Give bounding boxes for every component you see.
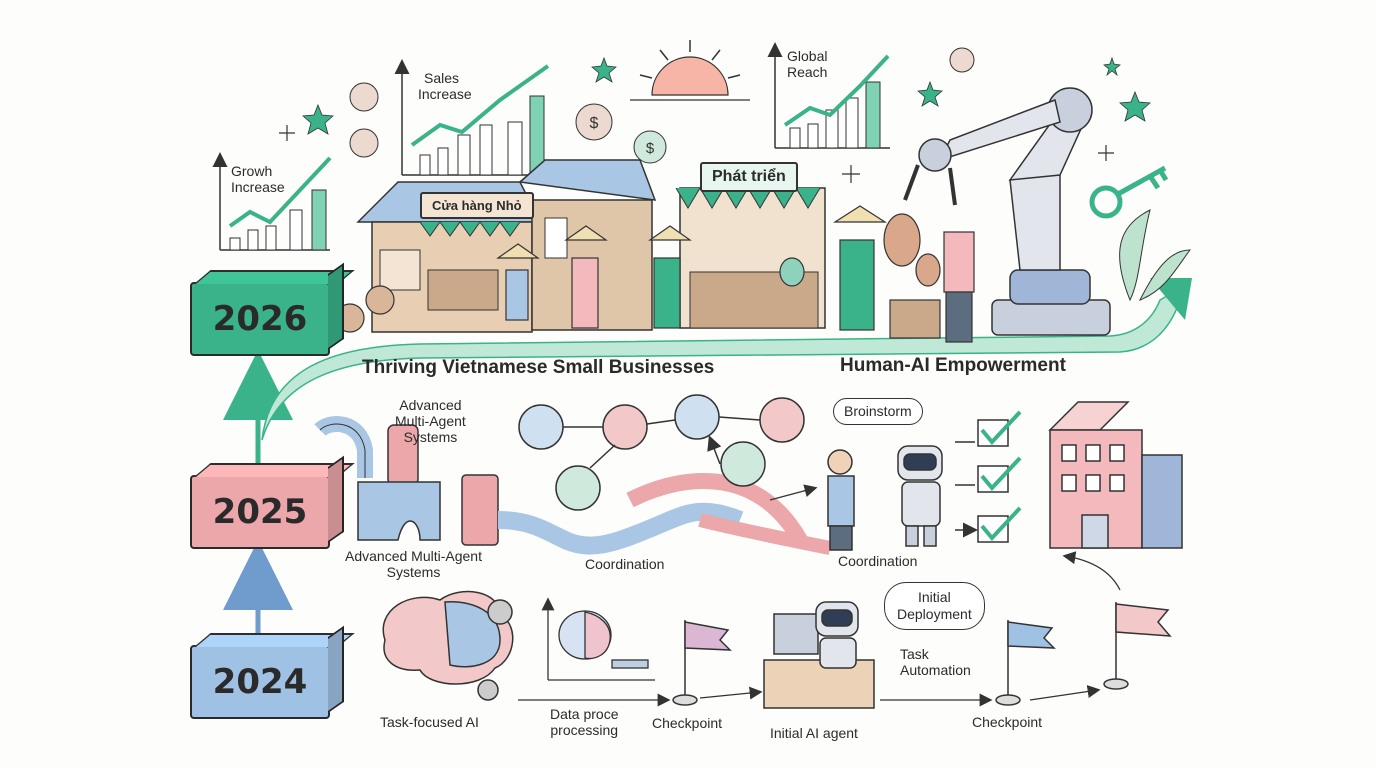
svg-text:$: $ — [646, 140, 655, 157]
agent-network — [518, 394, 805, 511]
brainstorm-bubble: Broinstorm — [833, 398, 923, 425]
sun-icon — [630, 40, 750, 101]
brain-icon — [382, 590, 514, 701]
task-ai-label: Task-focused AI — [380, 714, 479, 730]
coordination-center-label: Coordination — [585, 556, 665, 572]
mas-title-line2: Multi-Agent — [395, 413, 466, 429]
shop-sign: Cửa hàng Nhỏ — [420, 192, 534, 219]
initial-deploy-line1: Initial — [918, 589, 951, 605]
checkpoint-2-label: Checkpoint — [972, 714, 1043, 730]
sales-label-line2: Increase — [418, 86, 472, 102]
global-reach-label: Global Reach — [787, 48, 827, 80]
year-box-2024: 2024 — [190, 645, 330, 719]
banner-left: Thriving Vietnamese Small Businesses — [362, 357, 715, 378]
growth-label: Growh Increase — [231, 163, 285, 195]
mas-caption: Advanced Multi-Agent Systems — [345, 548, 482, 580]
growth-swoosh-arrow — [261, 278, 1192, 441]
office-building-icon — [1048, 401, 1183, 549]
data-label-line2: processing — [550, 722, 619, 738]
coordination-right-label: Coordination — [838, 553, 918, 569]
svg-text:$: $ — [590, 115, 599, 132]
task-auto-line2: Automation — [900, 662, 971, 678]
global-reach-chart-icon — [767, 42, 890, 149]
year-box-2025: 2025 — [190, 475, 330, 549]
mas-title-line3: Systems — [403, 429, 458, 445]
banner-right: Human-AI Empowerment — [840, 355, 1066, 376]
global-label-line1: Global — [787, 48, 828, 64]
vendor-figures — [496, 205, 975, 343]
mas-caption-line1: Advanced Multi-Agent — [345, 548, 482, 564]
checkpoint-1-label: Checkpoint — [652, 715, 723, 731]
data-processing-label: Data proce processing — [550, 706, 618, 738]
growth-label-line1: Growh — [231, 163, 273, 179]
initial-deploy-line2: Deployment — [897, 606, 972, 622]
market-stall-illustration — [518, 159, 826, 331]
growth-label-line2: Increase — [231, 179, 285, 195]
initial-agent-label: Initial AI agent — [770, 725, 858, 741]
checklist-icons — [955, 410, 1022, 542]
data-label-line1: Data proce — [550, 706, 619, 722]
market-sign: Phát triển — [700, 162, 798, 192]
global-label-line2: Reach — [787, 64, 828, 80]
pottery-icons — [335, 213, 941, 339]
star-icons — [302, 56, 1151, 135]
growth-chart-icon — [212, 152, 332, 251]
plant-icon — [1119, 209, 1192, 302]
year-label-2026: 2026 — [212, 299, 308, 339]
coin-icons: $ $ — [349, 47, 975, 164]
sales-label: Sales Increase — [418, 70, 472, 102]
sparkle-icons — [279, 125, 1114, 183]
mas-title-line1: Advanced — [399, 397, 462, 413]
mas-title: Advanced Multi-Agent Systems — [395, 397, 466, 445]
key-icon — [1089, 165, 1169, 219]
initial-deployment-bubble: Initial Deployment — [884, 582, 985, 630]
robot-arm-illustration — [903, 87, 1111, 336]
data-processing-icon — [541, 597, 655, 681]
sales-chart-icon — [394, 59, 550, 176]
brainstorm-scene — [827, 445, 943, 551]
task-auto-line1: Task — [900, 646, 929, 662]
checkpoint-flags — [672, 602, 1172, 706]
timeline-arrows — [518, 484, 1121, 707]
year-label-2024: 2024 — [212, 662, 308, 702]
year-box-2026: 2026 — [190, 282, 330, 356]
task-automation-label: Task Automation — [900, 646, 971, 678]
sales-label-line1: Sales — [424, 70, 460, 86]
pipe-system-illustration — [314, 416, 832, 555]
mas-caption-line2: Systems — [386, 564, 441, 580]
initial-agent-desk — [763, 601, 875, 709]
year-label-2025: 2025 — [212, 492, 308, 532]
